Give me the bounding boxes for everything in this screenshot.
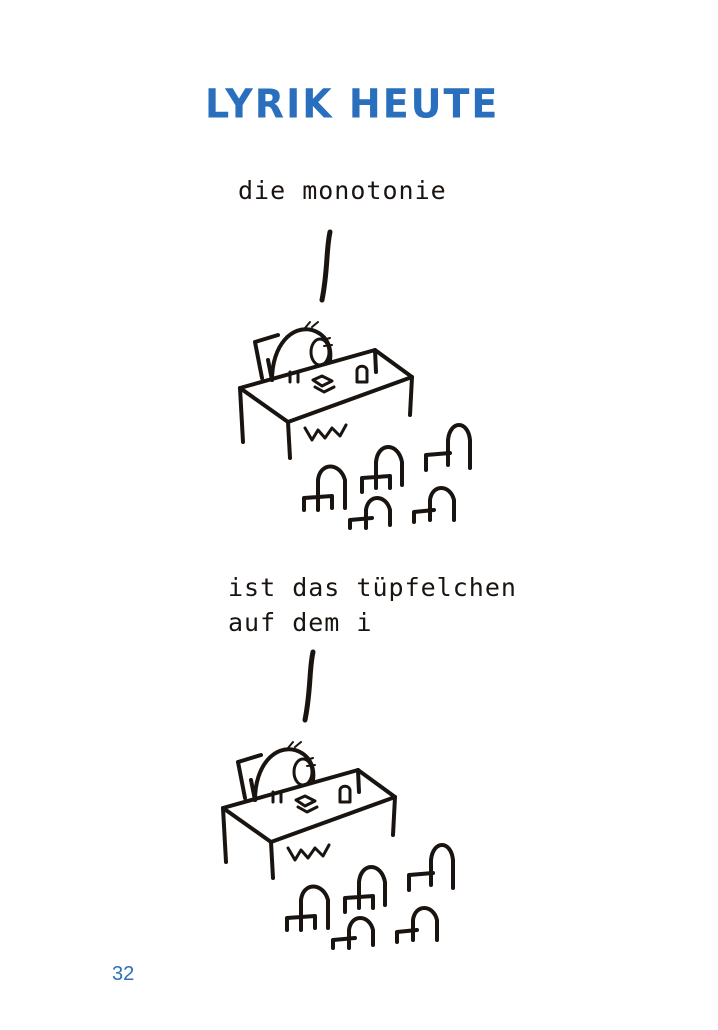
poem-line-2: ist das tüpfelchen [228,573,517,602]
poem-line-1: die monotonie [238,176,447,205]
lecture-illustration-1 [240,232,470,528]
page-number: 32 [112,963,135,985]
page-title: LYRIK HEUTE [205,80,500,128]
lecture-illustration-2 [223,652,453,948]
poem-line-3: auf dem i [228,608,373,637]
